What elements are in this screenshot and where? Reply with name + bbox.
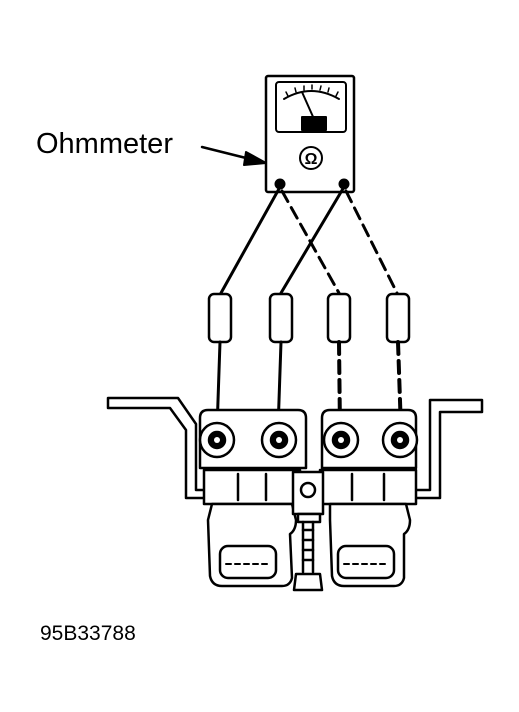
meter-window [275, 81, 347, 133]
bolt-head [292, 572, 324, 592]
needle-pivot [301, 116, 327, 131]
figure-code: 95B33788 [40, 622, 136, 645]
coil-connector-right [336, 544, 396, 580]
coil-connector-left [218, 544, 278, 580]
lead-4 [344, 189, 399, 295]
probe-3 [326, 292, 352, 432]
meter-terminals [274, 178, 350, 190]
probe-handles [207, 292, 411, 432]
meter-needle [301, 91, 315, 120]
ohm-selector-dial: Ω [299, 146, 323, 170]
mounting-bracket [106, 396, 484, 500]
meter-scale-ticks [285, 84, 339, 97]
ohmmeter-label: Ohmmeter [36, 128, 173, 160]
coil-terminal-1 [198, 421, 236, 459]
lead-1 [219, 185, 282, 295]
ohmmeter-case [264, 74, 356, 194]
coil-terminal-4 [381, 421, 419, 459]
meter-scale-arc [283, 90, 340, 100]
ohm-symbol: Ω [305, 151, 318, 168]
coil-terminals [198, 421, 419, 459]
ohmmeter: Ω [264, 74, 356, 194]
test-leads [219, 185, 399, 295]
lead-3 [280, 189, 341, 295]
probe-4 [385, 292, 411, 432]
callout-arrow [200, 145, 267, 166]
lead-2 [279, 185, 346, 295]
coil-terminal-2 [260, 421, 298, 459]
center-mounting-bolt [291, 470, 325, 592]
coil-terminal-3 [322, 421, 360, 459]
